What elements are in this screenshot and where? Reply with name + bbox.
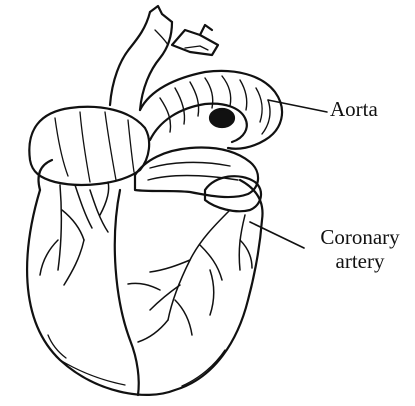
coronary-label-line2: artery [308,249,412,273]
aortic-opening [210,109,234,127]
pulmonary-vessel [172,30,218,55]
coronary-label-line1: Coronary [308,225,412,249]
coronary-leader-line [250,222,304,248]
right-coronary-branches [40,182,109,285]
pulmonary-trunk [135,148,258,198]
interventricular-groove [115,190,139,395]
aortic-arch [140,71,282,149]
coronary-branches [128,210,252,342]
left-atrium [205,176,261,211]
coronary-artery-label: Coronary artery [308,225,412,273]
aorta-label: Aorta [330,97,378,121]
aorta-leader-line [268,100,327,112]
